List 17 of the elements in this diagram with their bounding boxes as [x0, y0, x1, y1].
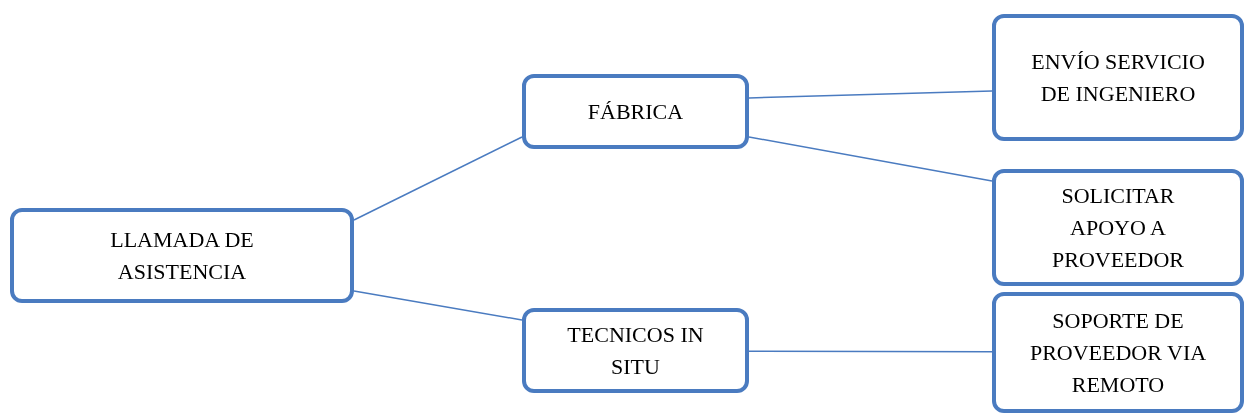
connector-line — [353, 290, 523, 321]
connector-line — [748, 136, 993, 182]
box-label: FÁBRICA — [587, 97, 684, 126]
process-box — [992, 292, 1244, 413]
process-box — [992, 14, 1244, 141]
connector-line — [748, 350, 993, 353]
box-label: ENVÍO SERVICIO DE INGENIERO — [1030, 47, 1206, 108]
connector-line — [748, 90, 993, 99]
process-box — [10, 208, 354, 303]
connector-line — [353, 136, 523, 221]
box-label: LLAMADA DE ASISTENCIA — [109, 225, 255, 286]
box-label: SOPORTE DE PROVEEDOR VIA REMOTO — [1028, 306, 1208, 399]
process-box — [522, 308, 749, 393]
process-box — [522, 74, 749, 149]
process-box — [992, 169, 1244, 286]
box-label: SOLICITAR APOYO A PROVEEDOR — [1051, 181, 1185, 274]
box-label: TECNICOS IN SITU — [566, 320, 705, 381]
